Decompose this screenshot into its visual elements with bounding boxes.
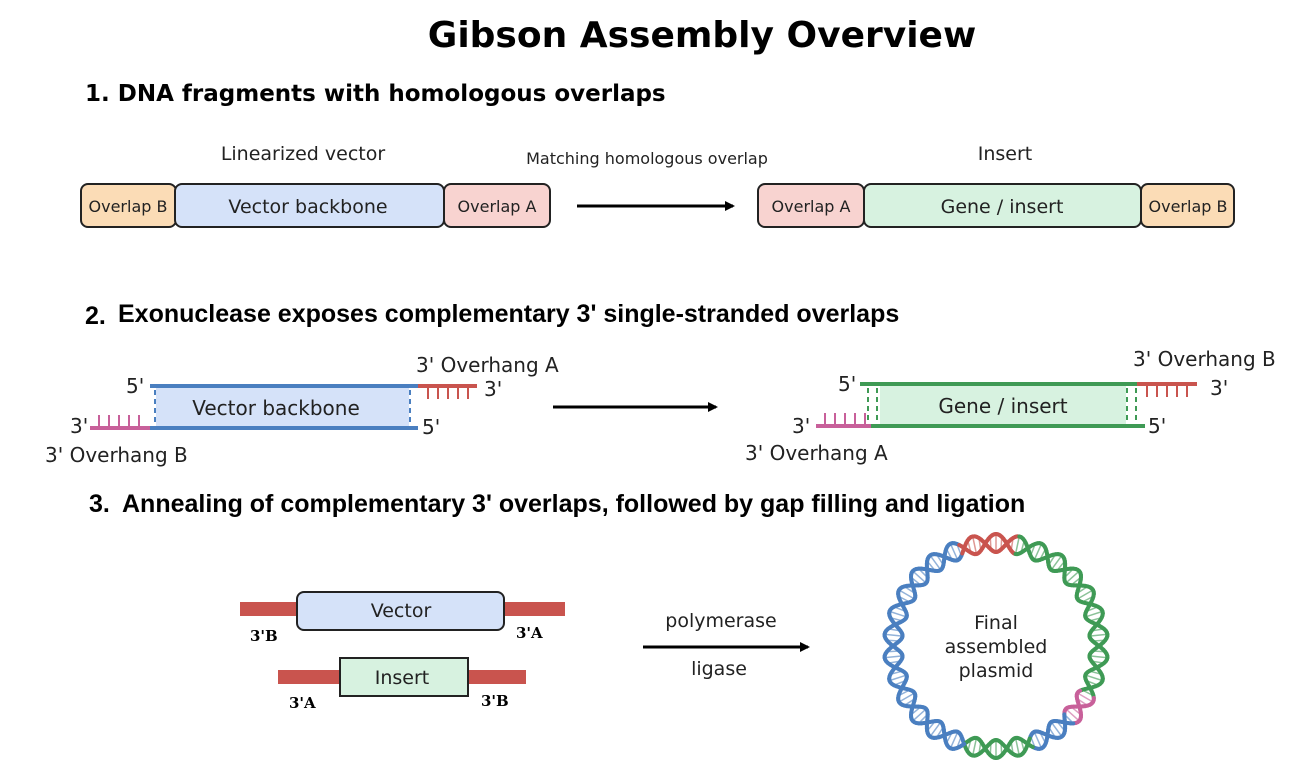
insert-bottom-right-end: 5'	[1148, 414, 1166, 438]
insert-left-edge	[867, 388, 878, 424]
step3-heading-text: Annealing of complementary 3' overlaps, …	[122, 490, 1025, 518]
annealed-vector-right-end: 3'A	[516, 624, 543, 642]
helix-rung	[912, 570, 927, 584]
helix-rung	[1033, 543, 1043, 561]
plasmid-line2: assembled	[945, 636, 1048, 658]
insert-duplex-text: Gene / insert	[938, 394, 1067, 418]
annealed-insert-left-end: 3'A	[289, 694, 316, 712]
plasmid-line1: Final	[974, 612, 1018, 634]
insert-overlap-b-box	[1140, 183, 1235, 228]
helix-rung	[898, 589, 915, 600]
vector-top-right-end: 3'	[484, 377, 502, 401]
helix-rung	[1033, 731, 1043, 749]
vector-overhang-a-label: 3' Overhang A	[416, 353, 559, 377]
vector-overlap-a-text: Overlap A	[458, 197, 537, 216]
helix-rung	[929, 721, 942, 738]
insert-label: Insert	[978, 143, 1033, 165]
helix-rung	[884, 655, 903, 659]
matching-overlap-label: Matching homologous overlap	[526, 149, 768, 168]
insert-right-edge	[1126, 388, 1137, 424]
plasmid-helix	[882, 532, 1110, 760]
annealed-vector-right-tail	[503, 602, 565, 616]
insert-top-left-end: 5'	[838, 372, 856, 396]
vector-overhang-b-label: 3' Overhang B	[45, 443, 188, 467]
annealed-insert: Insert 3'A 3'B	[278, 657, 526, 712]
vector-duplex-body	[156, 387, 409, 427]
insert-overhang-a-bases	[824, 413, 866, 426]
vector-overlap-b-text: Overlap B	[89, 197, 168, 216]
vector-overlap-a-box	[443, 183, 551, 228]
annealed-vector: Vector 3'B 3'A	[240, 591, 565, 645]
step2-heading-num: 2.	[85, 302, 106, 330]
helix-rung	[1050, 554, 1063, 571]
insert-overhang-a-label: 3' Overhang A	[745, 441, 888, 465]
helix-rung	[1014, 536, 1021, 555]
helix-rung	[898, 692, 915, 703]
vector-duplex: Vector backbone 5' 3' 3' 5' 3' Overhang …	[45, 353, 559, 467]
annealed-insert-left-tail	[278, 670, 341, 684]
insert-top-right-end: 3'	[1210, 376, 1228, 400]
insert-duplex-body	[880, 385, 1126, 425]
annealed-insert-right-tail	[467, 670, 526, 684]
annealed-vector-text: Vector	[371, 600, 432, 622]
annealed-insert-text: Insert	[375, 667, 430, 689]
step2-heading-text: Exonuclease exposes complementary 3' sin…	[118, 300, 899, 328]
insert-overlap-b-text: Overlap B	[1149, 197, 1228, 216]
helix-rung	[1077, 589, 1094, 600]
helix-rung	[912, 708, 927, 722]
helix-rung	[949, 543, 959, 561]
step3-heading-num: 3.	[89, 490, 110, 518]
vector-bottom-left-end: 3'	[70, 414, 88, 438]
vector-overhang-a-bases	[427, 386, 469, 399]
vector-bottom-right-end: 5'	[422, 415, 440, 439]
vector-fragment: Overlap B Vector backbone Overlap A	[80, 183, 551, 228]
insert-overhang-b-bases	[1146, 384, 1188, 397]
step1-heading: 1. DNA fragments with homologous overlap…	[85, 81, 666, 107]
helix-rung	[1085, 610, 1103, 618]
annealed-insert-box	[339, 657, 469, 697]
helix-rung	[929, 554, 942, 571]
plasmid-line3: plasmid	[959, 660, 1034, 682]
helix-rung	[1089, 655, 1108, 659]
insert-fragment: Overlap A Gene / insert Overlap B	[757, 183, 1235, 228]
insert-bottom-left-end: 3'	[792, 414, 810, 438]
helix-rung	[949, 731, 959, 749]
vector-duplex-text: Vector backbone	[192, 396, 360, 420]
annealed-vector-left-end: 3'B	[250, 627, 278, 645]
insert-duplex: Gene / insert 5' 3' 3' 5' 3' Overhang B …	[745, 347, 1276, 465]
helix-rung	[1077, 692, 1094, 703]
helix-rung	[889, 610, 907, 618]
vector-top-left-end: 5'	[126, 374, 144, 398]
helix-rung	[1050, 721, 1063, 738]
insert-overhang-b-label: 3' Overhang B	[1133, 347, 1276, 371]
annealed-vector-left-tail	[240, 602, 298, 616]
final-plasmid: Final assembled plasmid	[882, 532, 1110, 760]
helix-rung	[884, 633, 903, 637]
linearized-vector-label: Linearized vector	[221, 143, 386, 165]
helix-rung	[1065, 708, 1080, 722]
helix-rung	[1085, 674, 1103, 682]
annealed-vector-box	[296, 591, 505, 631]
helix-rung	[1089, 633, 1108, 637]
helix-rung	[971, 536, 978, 555]
annealed-insert-right-end: 3'B	[481, 692, 509, 710]
vector-backbone-text: Vector backbone	[228, 196, 387, 218]
insert-overlap-a-text: Overlap A	[772, 197, 851, 216]
vector-overhang-b-bases	[98, 415, 140, 428]
helix-rung	[1065, 570, 1080, 584]
helix-backbone-segment	[1097, 642, 1104, 648]
polymerase-label: polymerase	[665, 610, 776, 632]
helix-rung	[1014, 737, 1021, 756]
helix-rung	[889, 674, 907, 682]
page-title: Gibson Assembly Overview	[428, 15, 976, 56]
helix-rung	[971, 737, 978, 756]
ligase-label: ligase	[691, 658, 747, 680]
insert-gene-text: Gene / insert	[941, 196, 1064, 218]
